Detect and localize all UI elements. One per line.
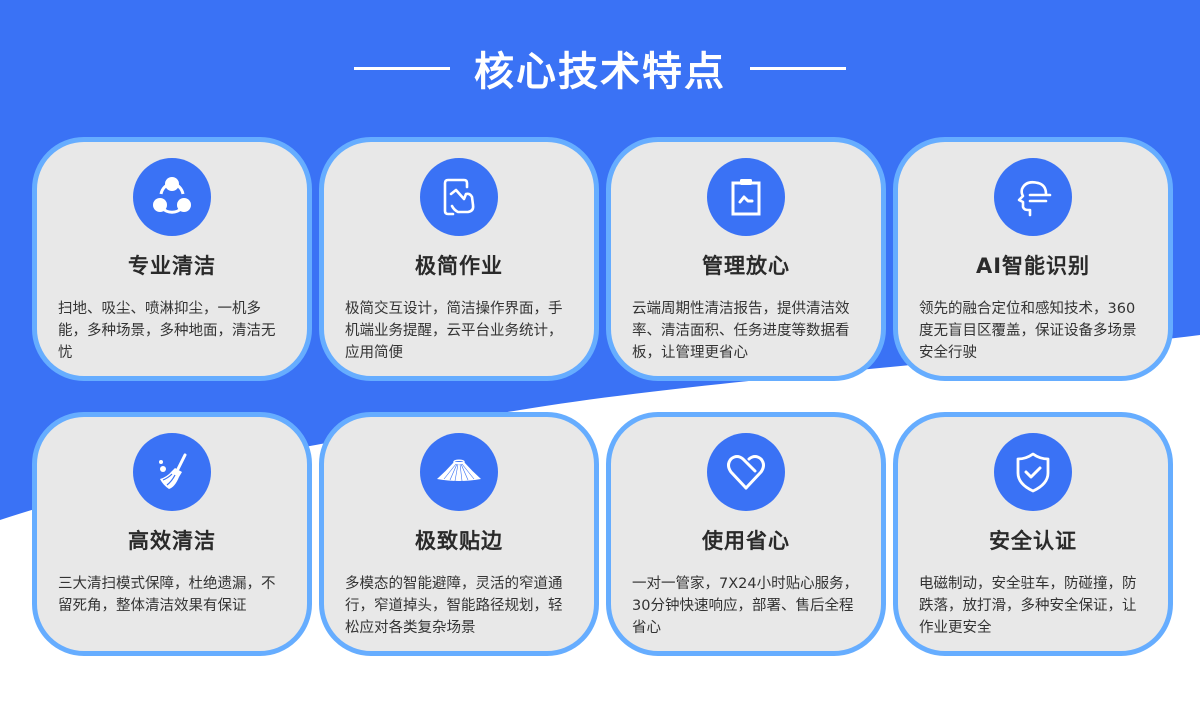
feature-card-professional-cleaning: 专业清洁 扫地、吸尘、喷淋抑尘，一机多能，多种场景，多种地面，清洁无忧 [32,137,312,381]
side-brush-icon [420,433,498,511]
feature-title: 管理放心 [702,254,790,278]
feature-description: 扫地、吸尘、喷淋抑尘，一机多能，多种场景，多种地面，清洁无忧 [58,301,276,361]
feature-card-worry-free-management: 管理放心 云端周期性清洁报告，提供清洁效率、清洁面积、任务进度等数据看板，让管理… [606,137,886,381]
feature-title: 使用省心 [702,529,790,553]
feature-title: 高效清洁 [128,529,216,553]
touch-screen-icon [420,158,498,236]
feature-description: 云端周期性清洁报告，提供清洁效率、清洁面积、任务进度等数据看板，让管理更省心 [632,301,850,361]
header-right-line [750,66,846,70]
ai-head-icon [994,158,1072,236]
header-left-line [354,66,450,70]
feature-description: 领先的融合定位和感知技术，360度无盲目区覆盖，保证设备多场景安全行驶 [919,301,1137,361]
feature-description: 电磁制动，安全驻车，防碰撞，防跌落，放打滑，多种安全保证，让作业更安全 [919,576,1137,636]
broom-icon [133,433,211,511]
feature-description: 多模态的智能避障，灵活的窄道通行，窄道掉头，智能路径规划，轻松应对各类复杂场景 [345,576,563,636]
section-header: 核心技术特点 [0,36,1200,100]
feature-card-ai-recognition: AI智能识别 领先的融合定位和感知技术，360度无盲目区覆盖，保证设备多场景安全… [893,137,1173,381]
clipboard-chart-icon [707,158,785,236]
feature-title: 极致贴边 [415,529,503,553]
feature-description: 极简交互设计，简洁操作界面，手机端业务提醒，云平台业务统计，应用简便 [345,301,563,361]
feature-title: AI智能识别 [975,254,1091,278]
feature-card-efficient-cleaning: 高效清洁 三大清扫模式保障，杜绝遗漏，不留死角，整体清洁效果有保证 [32,412,312,656]
heart-icon [707,433,785,511]
feature-title: 专业清洁 [128,254,216,278]
share-nodes-icon [133,158,211,236]
feature-card-safety-certification: 安全认证 电磁制动，安全驻车，防碰撞，防跌落，放打滑，多种安全保证，让作业更安全 [893,412,1173,656]
feature-description: 三大清扫模式保障，杜绝遗漏，不留死角，整体清洁效果有保证 [58,576,276,614]
feature-card-easy-use: 使用省心 一对一管家，7X24小时贴心服务，30分钟快速响应，部署、售后全程省心 [606,412,886,656]
feature-card-edge-cleaning: 极致贴边 多模态的智能避障，灵活的窄道通行，窄道掉头，智能路径规划，轻松应对各类… [319,412,599,656]
shield-check-icon [994,433,1072,511]
page-title: 核心技术特点 [474,49,726,95]
feature-title: 安全认证 [989,529,1077,553]
feature-title: 极简作业 [415,254,503,278]
feature-description: 一对一管家，7X24小时贴心服务，30分钟快速响应，部署、售后全程省心 [632,576,859,636]
feature-card-simple-operation: 极简作业 极简交互设计，简洁操作界面，手机端业务提醒，云平台业务统计，应用简便 [319,137,599,381]
